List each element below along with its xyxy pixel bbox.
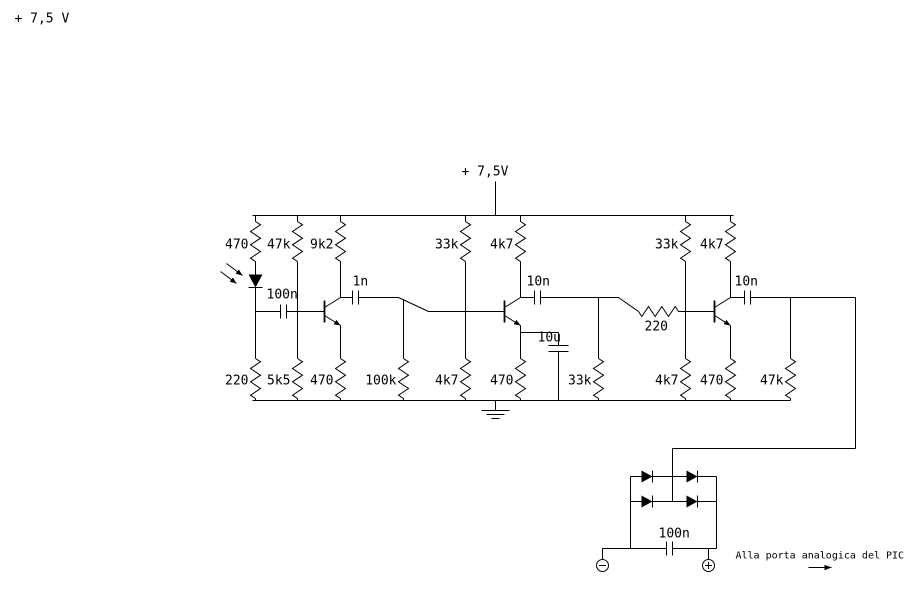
transistor-q1 [313, 296, 342, 327]
resistor-label-bottom-2: 5k5 [267, 374, 290, 389]
resistor-33k-b2 [460, 221, 471, 262]
transistor-q3 [703, 296, 732, 327]
resistor-9k2 [335, 221, 346, 262]
resistor-47k-load [785, 358, 796, 399]
arrowhead [235, 269, 243, 276]
stage3 [703, 215, 736, 401]
resistor-4k7-b3 [680, 358, 691, 399]
transistor-q2 [493, 296, 522, 327]
output-arrow-icon [808, 564, 832, 571]
output-terminals [596, 541, 832, 572]
stage1 [313, 215, 346, 401]
diode-3 [641, 495, 653, 508]
bias-divider-stage1 [292, 215, 303, 401]
resistor-33k-b3 [680, 221, 691, 262]
diode-1 [641, 470, 653, 483]
resistor-5k5 [292, 358, 303, 399]
resistor-label-bottom-8: 4k7 [655, 374, 678, 389]
load-column-33k [593, 297, 604, 401]
resistor-100k [398, 358, 409, 399]
detector-bridge [630, 470, 717, 549]
resistor-label-top-6: 33k [655, 238, 679, 253]
bias-divider-stage3 [680, 215, 691, 401]
resistor-33k-load [593, 358, 604, 399]
power-rails [252, 181, 791, 401]
labels: + 7,5 V + 7,5V 470 47k 9k2 33k 4k7 33k 4… [15, 12, 905, 562]
capacitor-label-input: 100n [267, 288, 298, 303]
capacitor-label-10u: 10u [538, 331, 561, 346]
capacitor-10n-3 [744, 290, 751, 305]
resistor-label-bottom-5: 4k7 [435, 374, 458, 389]
capacitor-label-1n: 1n [353, 275, 369, 290]
diode-2 [686, 470, 698, 483]
resistor-label-top-5: 4k7 [490, 238, 513, 253]
series-resistor-label: 220 [645, 320, 668, 335]
resistor-label-bottom-7: 33k [568, 374, 592, 389]
diode-4 [686, 495, 698, 508]
resistor-4k7-c2 [515, 221, 526, 262]
output-caption: Alla porta analogica del PIC [736, 551, 905, 562]
photodiode-icon [248, 274, 263, 288]
resistor-4k7-b2 [460, 358, 471, 399]
resistor-470-top [250, 221, 261, 262]
supply-voltage-label: + 7,5V [462, 165, 509, 180]
resistor-220-series [638, 306, 679, 317]
capacitor-100n-input [280, 304, 287, 319]
wire [618, 297, 639, 312]
resistor-4k7-c3 [725, 221, 736, 262]
resistor-label-top-2: 47k [267, 238, 291, 253]
resistor-label-bottom-9: 470 [700, 374, 723, 389]
input-coupling [255, 304, 315, 319]
resistor-220-bottom [250, 358, 261, 399]
light-arrows-icon [220, 263, 243, 284]
resistor-470-e2 [515, 358, 526, 399]
capacitor-label-10n-3: 10n [735, 275, 758, 290]
resistor-label-bottom-1: 220 [225, 374, 248, 389]
resistor-label-top-1: 470 [225, 238, 248, 253]
resistor-label-top-7: 4k7 [700, 238, 723, 253]
resistor-label-top-3: 9k2 [310, 238, 333, 253]
resistor-label-bottom-10: 47k [760, 374, 784, 389]
resistor-47k [292, 221, 303, 262]
resistor-470-e1 [335, 358, 346, 399]
resistor-470-e3 [725, 358, 736, 399]
load-column-47k [785, 297, 796, 401]
ground-icon [481, 400, 510, 419]
resistor-label-bottom-4: 100k [365, 374, 396, 389]
stage2-coupling [520, 290, 705, 317]
bias-divider-stage2 [460, 215, 471, 401]
resistor-label-bottom-6: 470 [490, 374, 513, 389]
corner-voltage-label: + 7,5 V [15, 12, 70, 27]
stage1-coupling [340, 290, 495, 312]
capacitor-10n-2 [534, 290, 541, 305]
capacitor-100n-output [666, 541, 673, 556]
resistor-label-bottom-3: 470 [310, 374, 333, 389]
arrowhead [824, 564, 832, 571]
arrowhead [229, 277, 237, 284]
output-coupling [672, 290, 856, 502]
photodiode-branch [220, 215, 263, 401]
capacitor-10u [548, 345, 569, 352]
load-column-100k [398, 299, 409, 401]
capacitor-1n [352, 290, 359, 305]
capacitor-label-10n-2: 10n [527, 275, 550, 290]
resistor-label-top-4: 33k [435, 238, 459, 253]
stage2 [493, 215, 569, 401]
capacitor-label-output: 100n [659, 527, 690, 542]
